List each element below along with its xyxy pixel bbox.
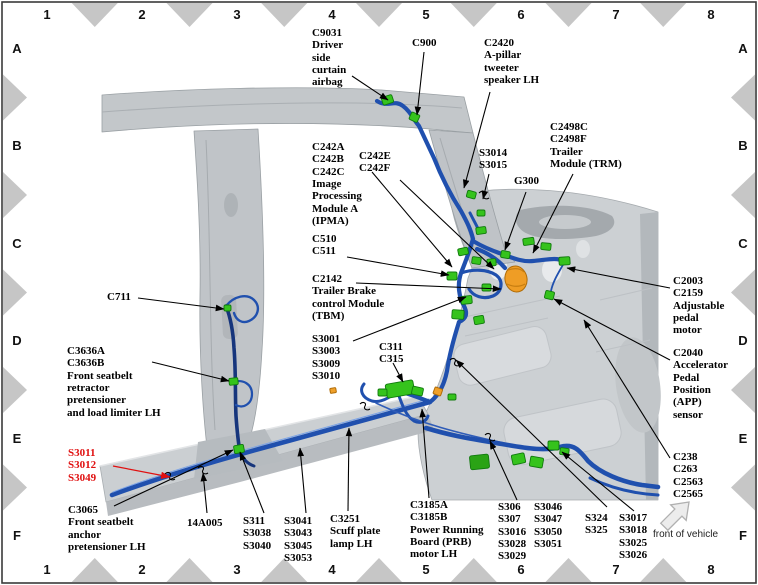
callout-c242e-c242f: C242E C242F: [359, 150, 391, 175]
grid-row-e: E: [12, 431, 22, 446]
callout-s3046-group: S3046 S3047 S3050 S3051: [534, 501, 563, 550]
grommet-orange: [329, 265, 528, 397]
grid-row-c: C: [12, 236, 22, 251]
grid-col-6: 6: [517, 7, 525, 22]
callout-c3636-retractor-pretensioner: C3636A C3636B Front seatbelt retractor p…: [67, 345, 161, 419]
front-of-vehicle-arrow-icon: [659, 501, 690, 532]
grid-row-a: A: [12, 41, 22, 56]
callout-c2420-tweeter-speaker: C2420 A-pillar tweeter speaker LH: [484, 37, 540, 86]
grid-col-1-bottom: 1: [43, 562, 51, 577]
vehicle-body-structure: [99, 87, 661, 516]
callout-c711: C711: [107, 291, 131, 303]
grid-col-8-bottom: 8: [707, 562, 715, 577]
callout-c238-group: C238 C263 C2563 C2565: [673, 451, 703, 500]
grid-row-b-right: B: [738, 138, 748, 153]
callout-s3011-group-red: S3011 S3012 S3049: [68, 447, 97, 484]
grid-col-1: 1: [43, 7, 51, 22]
grid-row-e-right: E: [738, 431, 748, 446]
callout-s311-group: S311 S3038 S3040: [243, 515, 272, 552]
callout-c900: C900: [412, 37, 437, 49]
front-of-vehicle-label: front of vehicle: [653, 529, 719, 540]
leader-line-red: [112, 465, 171, 479]
grid-col-5-bottom: 5: [422, 562, 430, 577]
callout-c2142-trailer-brake-module: C2142 Trailer Brake control Module (TBM): [312, 273, 385, 322]
callout-s3041-group: S3041 S3043 S3045 S3053: [284, 515, 313, 564]
grid-col-2-bottom: 2: [138, 562, 146, 577]
grid-row-b: B: [12, 138, 22, 153]
harness-connectors-green: [223, 94, 571, 471]
callout-c3185-prb-motor: C3185A C3185B Power Running Board (PRB) …: [410, 499, 484, 561]
grid-col-7: 7: [612, 7, 620, 22]
grid-row-f: F: [13, 528, 21, 543]
wiring-harness: [109, 98, 661, 498]
grid-col-5: 5: [422, 7, 430, 22]
callout-c3065-anchor-pretensioner: C3065 Front seatbelt anchor pretensioner…: [68, 504, 146, 553]
grid-row-f-right: F: [739, 528, 747, 543]
callout-s3014-s3015: S3014 S3015: [479, 147, 508, 172]
callout-c510-c511: C510 C511: [312, 233, 337, 258]
grid-col-3-bottom: 3: [233, 562, 241, 577]
callout-g300: G300: [514, 175, 540, 187]
callout-s3001-group: S3001 S3003 S3009 S3010: [312, 333, 341, 382]
grid-row-c-right: C: [738, 236, 748, 251]
grid-reference-triangles: [3, 3, 755, 582]
grid-col-6-bottom: 6: [517, 562, 525, 577]
grid-col-2: 2: [138, 7, 146, 22]
callout-14a005-harness: 14A005: [187, 517, 223, 529]
callout-c9031-curtain-airbag: C9031 Driver side curtain airbag: [312, 27, 347, 89]
grid-row-d-right: D: [738, 333, 748, 348]
grid-col-7-bottom: 7: [612, 562, 620, 577]
callout-c242-ipma: C242A C242B C242C Image Processing Modul…: [312, 141, 362, 227]
grid-row-a-right: A: [738, 41, 748, 56]
grid-col-4: 4: [328, 7, 336, 22]
callout-c3251-scuff-plate-lamp: C3251 Scuff plate lamp LH: [330, 513, 381, 550]
grid-col-4-bottom: 4: [328, 562, 336, 577]
callout-s306-group: S306 S307 S3016 S3028 S3029: [498, 501, 527, 563]
callout-c311-c315: C311 C315: [379, 341, 404, 366]
grid-col-3: 3: [233, 7, 241, 22]
leader-lines: [113, 51, 671, 514]
callout-s3017-group: S3017 S3018 S3025 S3026: [619, 512, 648, 561]
grid-col-8: 8: [707, 7, 715, 22]
callout-c2003-pedal-motor: C2003 C2159 Adjustable pedal motor: [673, 275, 725, 337]
callout-s324-s325: S324 S325: [585, 512, 608, 537]
grid-row-d: D: [12, 333, 22, 348]
callout-c2040-app-sensor: C2040 Accelerator Pedal Position (APP) s…: [673, 347, 728, 421]
callout-c2498-trailer-module: C2498C C2498F Trailer Module (TRM): [550, 121, 622, 170]
